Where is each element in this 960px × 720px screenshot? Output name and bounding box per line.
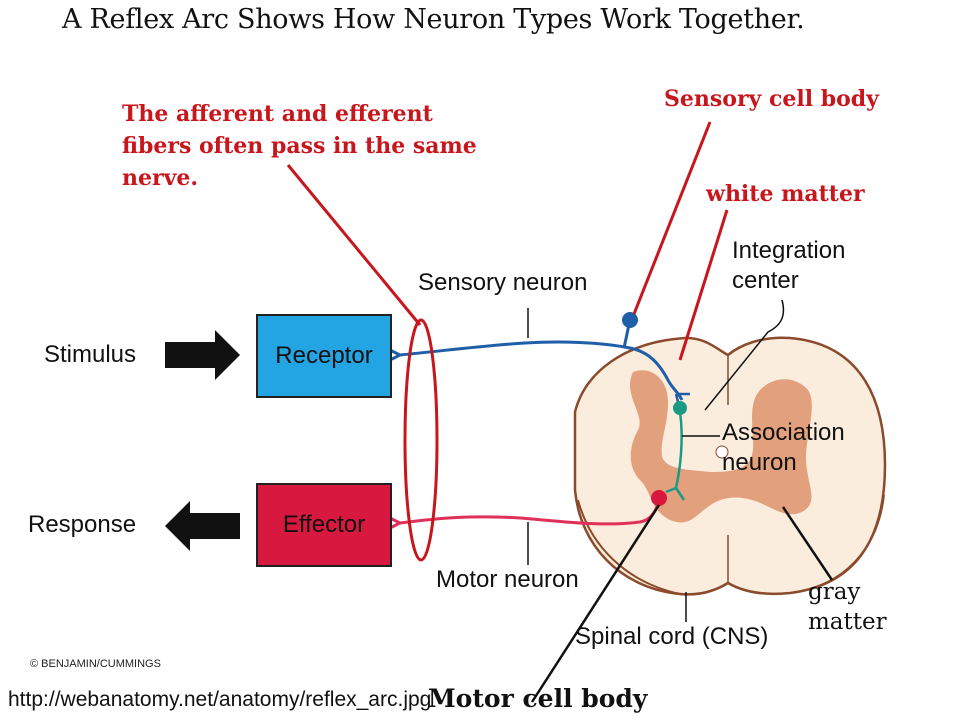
gray-matter-line-1: gray bbox=[808, 579, 861, 605]
association-neuron-label: Association neuron bbox=[722, 418, 845, 478]
association-neuron-fiber bbox=[665, 411, 686, 501]
sensory-neuron-fiber bbox=[389, 340, 684, 401]
stimulus-label: Stimulus bbox=[44, 341, 137, 368]
association-neuron-body bbox=[673, 401, 687, 415]
association-neuron-line-1: Association bbox=[722, 419, 845, 446]
integration-center-line-1: Integration bbox=[732, 237, 846, 264]
fibers-note-line-1: The afferent and efferent bbox=[122, 101, 433, 127]
fibers-pointer bbox=[286, 164, 422, 326]
gray-matter-line-2: matter bbox=[808, 609, 887, 635]
sensory-cell-body-label: Sensory cell body bbox=[664, 86, 879, 112]
gray-matter-pointer bbox=[781, 506, 834, 581]
slide-title: A Reflex Arc Shows How Neuron Types Work… bbox=[62, 4, 805, 35]
fibers-note-line-2: fibers often pass in the same bbox=[122, 133, 477, 159]
sensory-cell-body-dot bbox=[622, 312, 638, 328]
gray-matter-label: gray matter bbox=[808, 577, 887, 637]
response-arrow bbox=[165, 501, 240, 551]
integration-center-pointer bbox=[704, 299, 785, 411]
motor-cell-body-pointer bbox=[530, 504, 661, 703]
source-url: http://webanatomy.net/anatomy/reflex_arc… bbox=[8, 688, 432, 711]
central-canal bbox=[715, 445, 729, 459]
spinal-cord-label: Spinal cord (CNS) bbox=[575, 623, 769, 650]
white-matter-label: white matter bbox=[706, 181, 865, 207]
receptor-box: Receptor bbox=[256, 314, 392, 398]
sensory-cell-body-pointer bbox=[632, 121, 712, 315]
integration-center-label: Integration center bbox=[732, 236, 845, 296]
fibers-note-line-3: nerve. bbox=[122, 165, 199, 191]
fibers-note: The afferent and efferent fibers often p… bbox=[122, 98, 477, 194]
stimulus-arrow bbox=[165, 330, 240, 380]
nerve-bundle-ellipse bbox=[403, 318, 439, 562]
association-neuron-line-2: neuron bbox=[722, 449, 797, 476]
sensory-neuron-label: Sensory neuron bbox=[418, 269, 588, 296]
motor-cell-body-dot bbox=[651, 490, 667, 506]
response-label: Response bbox=[28, 511, 137, 538]
copyright-credit: © BENJAMIN/CUMMINGS bbox=[30, 658, 161, 670]
cord-rim-line bbox=[577, 494, 885, 596]
motor-cell-body-label: Motor cell body bbox=[428, 684, 648, 713]
motor-neuron-label: Motor neuron bbox=[436, 566, 579, 593]
integration-center-line-2: center bbox=[732, 267, 799, 294]
effector-box: Effector bbox=[256, 483, 392, 567]
white-matter-pointer bbox=[678, 209, 729, 361]
